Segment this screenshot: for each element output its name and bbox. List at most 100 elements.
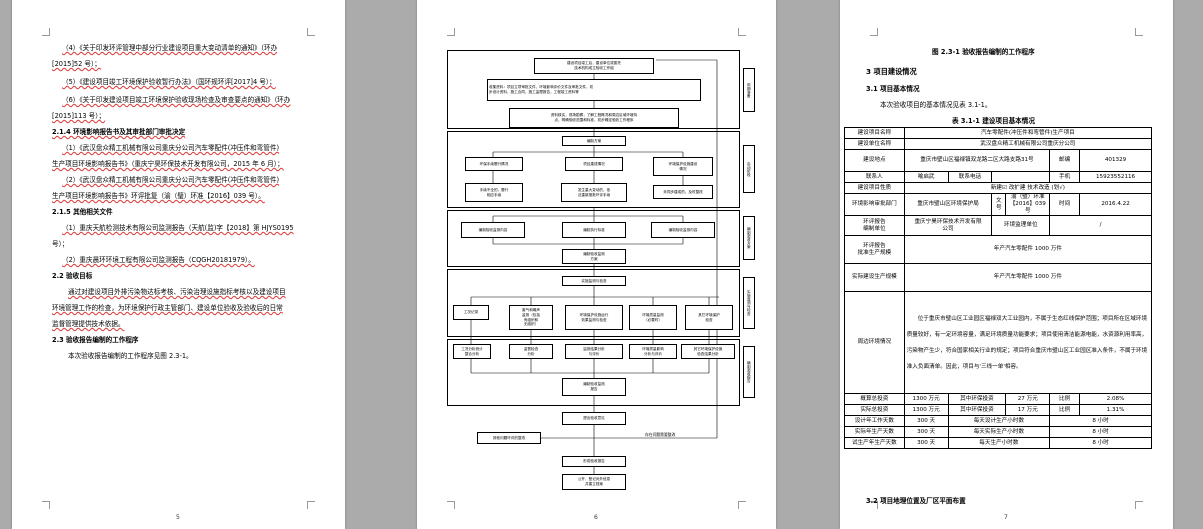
flow-box: 环境质量影响 分析与评价 [629,344,677,359]
table-cell: 概算总投资 [844,393,905,405]
page-corner-mark [1135,28,1143,36]
flowchart-connectors [470,59,719,474]
table-cell: 联系电话 [947,171,993,183]
document-page-7: 图 2.3-1 验收报告编制的工作程序 3 项目建设情况 3.1 项目基本情况 … [840,0,1173,529]
flow-box: 工况分析统计 整合分析 [453,344,491,359]
table-cell: 8 小时 [1049,426,1152,438]
table-cell: 时间 [1049,193,1081,216]
flow-box: 发生重大变动的，依 法重新报批环评手续 [561,183,627,202]
flow-box: 环境质量监测 （必要时） [629,305,677,330]
flow-box: 其它环境保护 检查 [685,305,733,330]
table-cell: 8 小时 [1049,437,1152,449]
flow-box: 提出验收意见 [562,412,626,425]
page-number: 6 [594,514,598,521]
flow-box: 其他问题环评的整改 [477,432,541,444]
paragraph-line: 生产项目环境影响报告书》（重庆宁昊环保技术开发有限公司，2015 年 6 月）； [52,160,284,168]
flow-box: 废气和噪声 监测（包括 有组织和 无组织） [509,305,553,330]
table-cell: 汽车零配件(冲压件和弯管件)生产项目 [903,127,1153,139]
stage-frame [447,131,740,208]
page-number: 5 [176,514,180,521]
paragraph-line: [2015]52 号）； [52,60,101,68]
page-number: 7 [1004,514,1008,521]
table-cell: 1300 万元 [903,393,949,405]
paragraph-line: （2）重庆晨环环境工程有限公司监测报告（CQGH20181979）。 [62,256,255,264]
paragraph-line: 本次验收报告编制的工作程序见图 2.3-1。 [68,352,193,360]
paragraph-line: 生产项目环境影响报告书》环评批复（渝（璧）环准【2016】039 号）。 [52,192,265,200]
table-cell: 27 万元 [1005,393,1051,405]
flow-box: 收集资料：项目立项审批文件，环境影响评价文件及审批文件，初 步设计资料，施工合同… [487,79,701,101]
table-cell: 年产汽车零配件 1000 万件 [903,235,1153,264]
table-cell: 300 天 [903,415,949,427]
page-corner-mark [738,501,746,509]
table-cell: 实际年生产天数 [844,426,905,438]
project-info-table: 建设项目名称 汽车零配件(冲压件和弯管件)生产项目 建设单位名称 武汉盘众精工机… [844,127,1153,449]
page-corner-mark [42,501,50,509]
table-cell: 武汉盘众精工机械有限公司重庆分公司 [903,138,1153,150]
table-cell: / [1049,215,1152,236]
table-cell: 喻启武 [903,171,949,183]
paragraph-line: 通过对建设项目外排污染物达标考核、污染治理设施指标考核以及建设项目 [68,288,286,296]
page-corner-mark [447,501,455,509]
paragraph-line: 号）； [52,240,69,248]
flow-box: 编制方案 [562,136,626,146]
table-cell: 300 天 [903,426,949,438]
table-cell: 每天实际生产小时数 [947,426,1051,438]
stage-frame [447,269,740,337]
table-cell: 建设项目性质 [844,182,905,194]
table-cell: 比例 [1049,393,1081,405]
table-cell: 重庆市璧山区环境保护局 [903,193,993,216]
stage-frame [447,339,740,406]
table-cell: 建设单位名称 [844,138,905,150]
paragraph-line: （1）《武汉盘众精工机械有限公司重庆分公司汽车零配件(冲压件和弯管件) [62,144,280,152]
table-cell: 1.31% [1079,404,1152,416]
flow-box: 形成验收报告 [562,456,626,467]
paragraph-line: （5）《建设项目竣工环境保护验收暂行办法》（国环规环评[2017]4 号）； [62,78,276,86]
page-corner-mark [307,28,315,36]
table-cell: 其中环保投资 [947,393,1007,405]
paragraph-line: 环境管理工作的检查，为环境保护行政主管部门、建设单位验收及验收后的日常 [52,304,283,312]
paragraph-line: （2）《武汉盘众精工机械有限公司重庆分公司汽车零配件(冲压件和弯管件) [62,176,280,184]
table-cell: 试生产年生产天数 [844,437,905,449]
page-corner-mark [738,28,746,36]
flow-box: 建设项目竣工后，建设单位或委托 技术机构成立验收工作组 [534,58,654,74]
flow-box: 环保手续履行情况 [465,157,523,171]
table-cell: 联系人 [844,171,905,183]
flow-note: 存在问题需要整改 [645,432,676,437]
page-corner-mark [42,28,50,36]
figure-caption: 图 2.3-1 验收报告编制的工作程序 [932,48,1035,56]
flow-box: 监测结果分析 与评价 [565,344,623,359]
table-cell: 渝（璧）环准 【2016】039号 [1005,193,1051,216]
table-cell: 环境监理单位 [991,215,1051,236]
section-heading: 2.2 验收目标 [52,272,93,280]
page-corner-mark [307,501,315,509]
table-cell: 重庆宁昊环保技术开发有限 公司 [903,215,993,236]
table-cell: 300 天 [903,437,949,449]
table-cell: 环境影响审批部门 [844,193,905,216]
table-cell [991,171,1051,183]
paragraph-line: （6）《关于印发建设项目竣工环境保护验收现场检查及审查要点的通知》（环办 [62,96,291,104]
flow-box: 环境保护设施运行 效果监测与检查 [565,305,623,330]
table-cell: 位于重庆市璧山区工业园区福禄双大工业园内，不属于生态红线保护范围；项目所在区域环… [903,291,1153,394]
table-title: 表 3.1-1 建设项目基本情况 [952,117,1035,125]
section-heading: 2.3 验收报告编制的工作程序 [52,336,139,344]
table-cell: 8 小时 [1049,415,1152,427]
table-cell: 其中环保投资 [947,404,1007,416]
flow-box: 项目建成情况 [565,157,623,171]
stage-frame [447,50,740,129]
table-cell: 年产汽车零配件 1000 万件 [903,263,1153,292]
table-cell: 建设地点 [844,149,905,172]
stage-label: 启动阶段 [743,145,755,193]
paragraph-line: （1）重庆天航检测技术有限公司监测报告（天航(监)字【2018】第 HJYS01… [62,224,294,232]
flow-box: 编制执行标准 [562,222,626,238]
paragraph-line: 本次验收项目的基本情况见表 3.1-1。 [880,101,992,109]
flow-box: 编制验收监测内容 [651,222,715,238]
flow-box: 手续不全的，履行 相应手续 [465,183,523,202]
table-cell: 1300 万元 [903,404,949,416]
flow-box: 实施监测与检查 [562,276,626,286]
table-cell: 重庆市壁山区福禄镇双龙路二区大路支路31号 [903,149,1051,172]
table-cell: 建设项目名称 [844,127,905,139]
section-heading: 3.1 项目基本情况 [866,85,920,93]
page-corner-mark [1135,501,1143,509]
stage-label: 编制验收报告 [743,346,755,398]
stage-frame [447,210,740,267]
